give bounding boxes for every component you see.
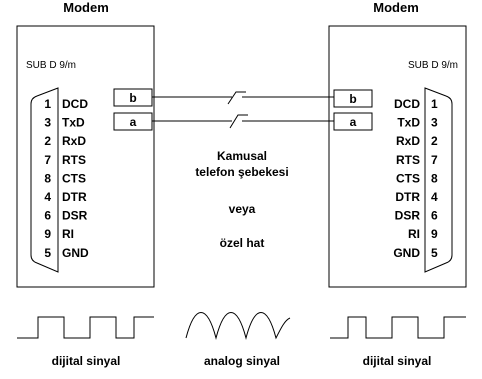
left-terminal-b-label: b <box>129 91 136 105</box>
network-alt: özel hat <box>220 236 265 250</box>
left-modem-title: Modem <box>63 0 109 15</box>
left-pin-number: 1 <box>44 97 51 111</box>
middle-signal-label: analog sinyal <box>204 354 280 368</box>
left-digital-waveform <box>17 316 154 339</box>
right-pin-name: GND <box>393 246 420 260</box>
right-pin-name: CTS <box>396 171 420 185</box>
left-pin-name: RxD <box>62 134 86 148</box>
left-modem-box <box>16 25 155 288</box>
right-pin-name: DSR <box>395 209 421 223</box>
right-pin-number: 9 <box>431 227 438 241</box>
right-pin-number: 3 <box>431 116 438 130</box>
left-pin-number: 7 <box>44 153 51 167</box>
right-pin-number: 5 <box>431 246 438 260</box>
network-or: veya <box>229 202 256 216</box>
left-pin-number: 6 <box>44 209 51 223</box>
left-pin-number: 3 <box>44 116 51 130</box>
wire-b-break <box>227 91 246 105</box>
left-pin-name: GND <box>62 246 89 260</box>
right-pin-number: 4 <box>431 190 438 204</box>
left-pin-list: 1 DCD 3 TxD 2 RxD 7 RTS 8 CTS 4 DTR 6 DSR 9 RI 5 GND <box>44 97 89 260</box>
left-pin-name: CTS <box>62 171 86 185</box>
left-connector-shell <box>30 87 59 273</box>
right-signal-label: dijital sinyal <box>363 354 432 368</box>
left-pin-number: 5 <box>44 246 51 260</box>
left-pin-name: DSR <box>62 209 88 223</box>
network-line1: Kamusal <box>217 149 267 163</box>
right-pin-name: DTR <box>395 190 420 204</box>
right-pin-number: 6 <box>431 209 438 223</box>
network-line2: telefon şebekesi <box>195 165 288 179</box>
right-pin-name: DCD <box>394 97 420 111</box>
left-pin-number: 8 <box>44 171 51 185</box>
left-pin-name: RTS <box>62 153 86 167</box>
wire-a-break <box>229 114 248 129</box>
right-pin-name: TxD <box>397 116 420 130</box>
left-connector-label: SUB D 9/m <box>26 60 76 71</box>
left-pin-name: DCD <box>62 97 88 111</box>
right-pin-number: 7 <box>431 153 438 167</box>
right-connector-shell <box>424 87 453 273</box>
right-pin-number: 8 <box>431 171 438 185</box>
left-pin-name: TxD <box>62 116 85 130</box>
right-terminal-a-label: a <box>350 115 357 129</box>
right-pin-name: RxD <box>396 134 420 148</box>
left-pin-number: 4 <box>44 190 51 204</box>
right-modem-box <box>328 25 467 288</box>
analog-waveform <box>185 312 291 340</box>
left-pin-name: DTR <box>62 190 87 204</box>
left-pin-number: 2 <box>44 134 51 148</box>
right-pin-number: 2 <box>431 134 438 148</box>
right-digital-waveform <box>330 316 466 339</box>
right-connector-label: SUB D 9/m <box>408 60 458 71</box>
left-signal-label: dijital sinyal <box>52 354 121 368</box>
left-pin-name: RI <box>62 227 74 241</box>
right-pin-number: 1 <box>431 97 438 111</box>
right-modem-title: Modem <box>373 0 419 15</box>
right-terminal-b-label: b <box>349 92 356 106</box>
right-pin-name: RTS <box>396 153 420 167</box>
left-terminal-a-label: a <box>130 115 137 129</box>
left-pin-number: 9 <box>44 227 51 241</box>
right-pin-name: RI <box>408 227 420 241</box>
right-terminal-b <box>333 89 373 108</box>
